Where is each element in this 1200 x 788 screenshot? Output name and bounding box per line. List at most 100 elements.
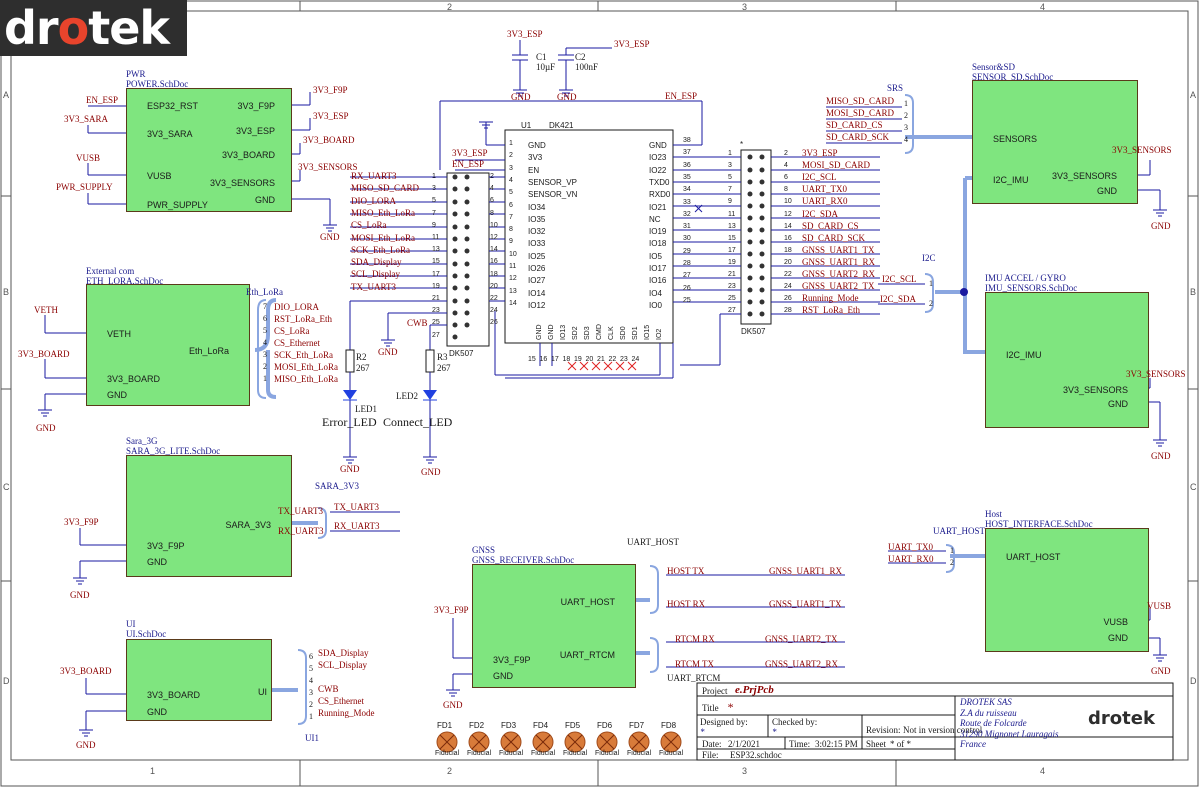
hdr-right-ref: DK507 — [741, 327, 766, 336]
imu-bus-num-2: 2 — [929, 299, 933, 308]
imu-sheet-block[interactable]: I2C_IMU 3V3_SENSORS GND — [985, 292, 1149, 428]
hdr-left-net-label: MOSI_Eth_LoRa — [351, 232, 415, 243]
gnss-bus2-out-rx: GNSS_UART2_RX — [765, 659, 838, 669]
u1-pin-number: 3 — [509, 164, 513, 172]
tb-revision: Not in version control — [903, 725, 983, 735]
u1-pin-label: IO14 — [528, 288, 546, 298]
gnss-gnd: GND — [443, 700, 463, 710]
u1-pin-label: IO32 — [528, 227, 546, 237]
u1-pin-label: EN — [528, 165, 540, 175]
hdr-left-net-label: SCK_Eth_LoRa — [351, 244, 411, 255]
hdr-right-pin-even: 28 — [784, 307, 792, 315]
host-bus-num-1: 1 — [950, 546, 954, 555]
u1-ref: U1 — [521, 121, 532, 130]
hdr-right-pin-even: 24 — [784, 283, 792, 291]
sara-title: Sara_3G — [126, 436, 158, 446]
hdr-left-net-label: CS_LoRa — [351, 220, 387, 231]
pwr-net-3v3-board: 3V3_BOARD — [303, 135, 355, 145]
r3-ref: R3 — [437, 352, 448, 362]
eth-port-3v3-board: 3V3_BOARD — [107, 374, 161, 384]
cap-gnd-1: GND — [511, 92, 531, 102]
cap-net-3v3-esp: 3V3_ESP — [507, 29, 543, 39]
hdr-right-pin-odd: 17 — [728, 246, 736, 254]
hdr-right-net-label: MOSI_SD_CARD — [802, 160, 871, 171]
hdr-right-pin-odd: 27 — [728, 307, 736, 315]
gnss-file: GNSS_RECEIVER.SchDoc — [472, 555, 575, 565]
tb-company-line: Route de Folcarde — [960, 718, 1027, 728]
hdr-right-net-label: GNSS_UART1_TX — [802, 244, 875, 255]
u1-pin-label: IO21 — [649, 202, 667, 212]
eth-bus-num-3: 3 — [263, 350, 267, 359]
hdr-right-pin-odd: 23 — [728, 283, 736, 291]
grid-bottom-4: 4 — [1040, 766, 1046, 776]
fiducial-ref: FD6 — [597, 721, 613, 730]
imu-port-3v3-sensors: 3V3_SENSORS — [1062, 385, 1128, 395]
ui-bus-running-mode: Running_Mode — [318, 708, 375, 718]
eth-bus-miso-eth-lora: MISO_Eth_LoRa — [274, 374, 338, 384]
pwr-port-3v3-sara: 3V3_SARA — [147, 129, 193, 139]
led1-gnd: GND — [340, 464, 360, 474]
sara-sheet-block[interactable]: 3V3_F9P GND SARA_3V3 — [126, 455, 292, 577]
eth-sheet-block[interactable]: VETH 3V3_BOARD GND Eth_LoRa — [86, 284, 250, 406]
pwr-gnd: GND — [320, 232, 340, 242]
hdr-left-net-label: MISO_SD_CARD — [351, 183, 420, 194]
cap-c2: C2 — [575, 52, 586, 62]
u1-pin-label: IO34 — [528, 202, 546, 212]
u1-pin-label: 3V3 — [528, 153, 543, 163]
sensor-bus-num-1: 1 — [904, 99, 908, 108]
grid-right-b: B — [1190, 287, 1197, 297]
hdr-left-pin-even: 6 — [490, 197, 494, 205]
cap-gnd-2: GND — [557, 92, 577, 102]
pwr-sheet-block[interactable]: ESP32_RST 3V3_SARA VUSB PWR_SUPPLY 3V3_F… — [126, 88, 292, 212]
u1-pin-label: SENSOR_VP — [528, 177, 577, 187]
top-net-en-esp: EN_ESP — [665, 91, 698, 101]
gnss-port-3v3-f9p: 3V3_F9P — [493, 655, 531, 665]
pwr-port-gnd: GND — [255, 195, 275, 205]
ui-bus-num-1: 1 — [309, 712, 313, 721]
ui-bus-scl-display: SCL_Display — [318, 660, 368, 670]
sensor-bus-title: SRS — [887, 83, 904, 93]
grid-top-2: 2 — [447, 2, 453, 12]
gnss-bus1-title: UART_HOST — [627, 537, 679, 547]
ui-sheet-block[interactable]: 3V3_BOARD GND UI — [126, 639, 272, 721]
sensor-sheet-block[interactable]: SENSORS I2C_IMU 3V3_SENSORS GND — [972, 80, 1138, 204]
hdr-left-pin-odd: 9 — [432, 221, 436, 229]
sensor-bus-num-2: 2 — [904, 111, 908, 120]
u1-pin-number: 14 — [509, 299, 517, 307]
host-port-uart-host: UART_HOST — [1006, 552, 1061, 562]
imu-title: IMU ACCEL / GYRO — [985, 273, 1066, 283]
gnss-bus1-out-rx: GNSS_UART1_RX — [769, 566, 842, 576]
imu-net-3v3-sensors: 3V3_SENSORS — [1126, 369, 1186, 379]
hdr-right-pin-even: 14 — [784, 222, 792, 230]
grid-bottom-2: 2 — [447, 766, 453, 776]
eth-bus-num-5: 5 — [263, 326, 267, 335]
hdr-left-pin-odd: 25 — [432, 319, 440, 327]
tb-time: 3:02:15 PM — [815, 739, 858, 749]
eth-file: ETH_LORA.SchDoc — [86, 276, 164, 286]
pwr-net-pwr-supply: PWR_SUPPLY — [56, 182, 113, 192]
gnss-sheet-block[interactable]: 3V3_F9P GND UART_HOST UART_RTCM — [472, 564, 636, 688]
sara-port-3v3-f9p: 3V3_F9P — [147, 541, 185, 551]
hdr-left-pin-even: 2 — [490, 173, 494, 180]
hdr-left-pin-even: 22 — [490, 295, 498, 302]
eth-title: External com — [86, 266, 135, 276]
gnss-bus2-out-tx: GNSS_UART2_TX — [765, 634, 838, 644]
gnss-port-uart-host: UART_HOST — [560, 597, 615, 607]
ui-bus-num-4: 4 — [309, 676, 313, 685]
sensor-bus-mosi-sd: MOSI_SD_CARD — [826, 108, 895, 118]
grid-right-d: D — [1190, 676, 1197, 686]
gnss-bus2-rtcm-rx: RTCM RX — [675, 634, 715, 644]
hdr-right-pin-even: 22 — [784, 271, 792, 278]
eth-port-veth: VETH — [107, 329, 132, 339]
hdr-right-pin-odd: 11 — [728, 210, 736, 218]
hdr-left-pin-odd: 11 — [432, 234, 440, 241]
u1-pin-number: 29 — [683, 247, 691, 255]
fiducial-label: Fiducial — [659, 750, 684, 757]
imu-bus-num-1: 1 — [929, 279, 933, 288]
tb-sheet-label: Sheet — [866, 739, 886, 749]
host-sheet-block[interactable]: UART_HOST VUSB GND — [985, 528, 1149, 652]
pwr-net-3v3-sara: 3V3_SARA — [64, 114, 109, 124]
hdr-right-pin-odd: 3 — [728, 162, 732, 170]
u1-part: DK421 — [549, 121, 574, 130]
